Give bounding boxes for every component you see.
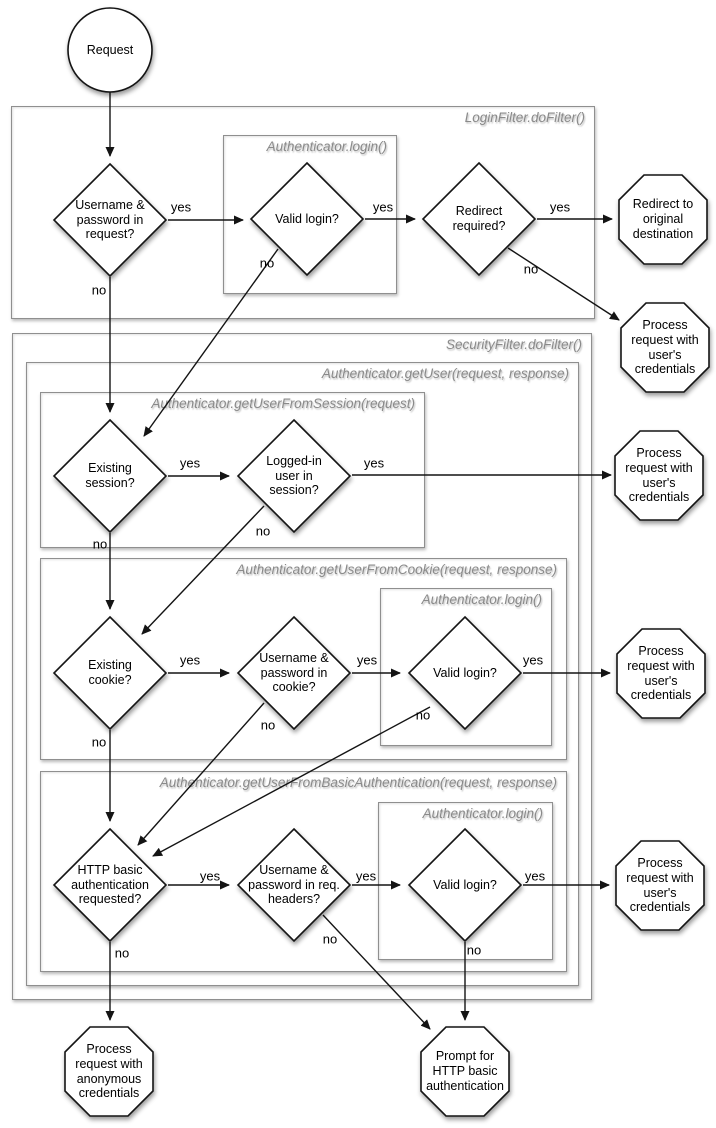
group-security-filter-label: SecurityFilter.doFilter()	[445, 337, 582, 352]
octagon-shape	[618, 174, 708, 265]
edge-label-no: no	[466, 942, 482, 958]
group-get-user-from-session-label: Authenticator.getUserFromSession(request…	[151, 396, 415, 411]
end-redirect-to-original-destination: Redirect to original destination	[618, 174, 708, 265]
decision-label: Existing session?	[85, 461, 135, 490]
diamond-shape	[236, 827, 352, 943]
edge-label-no: no	[523, 261, 539, 277]
diamond-shape	[249, 161, 365, 277]
group-get-user-from-basic-authentication-label: Authenticator.getUserFromBasicAuthentica…	[159, 775, 557, 790]
edge-label-yes: yes	[355, 868, 377, 884]
edge-label-no: no	[91, 282, 107, 298]
diamond-shape	[52, 162, 168, 278]
edge-label-no: no	[415, 707, 431, 723]
group-authenticator-login-1: Authenticator.login()	[223, 135, 397, 294]
edge-label-yes: yes	[170, 199, 192, 215]
diamond-shape	[407, 615, 523, 731]
octagon-shape	[420, 1026, 510, 1117]
octagon-shape	[64, 1026, 154, 1117]
end-label: Process request with user's credentials	[626, 856, 694, 915]
decision-label: Username & password in req. headers?	[248, 862, 340, 907]
group-login-filter: LoginFilter.doFilter()	[11, 106, 595, 319]
end-process-request-users-credentials-2: Process request with user's credentials	[614, 430, 704, 521]
decision-logged-in-user-in-session: Logged-in user in session?	[236, 418, 352, 534]
end-process-request-anonymous-credentials: Process request with anonymous credentia…	[64, 1026, 154, 1117]
edge-label-no: no	[259, 255, 275, 271]
decision-http-basic-authentication-requested: HTTP basic authentication requested?	[52, 827, 168, 943]
edge-label-yes: yes	[372, 199, 394, 215]
end-prompt-for-http-basic-authentication: Prompt for HTTP basic authentication	[420, 1026, 510, 1117]
end-process-request-users-credentials-4: Process request with user's credentials	[615, 840, 705, 931]
end-label: Prompt for HTTP basic authentication	[426, 1049, 504, 1093]
diamond-shape	[407, 827, 523, 943]
decision-label: Username & password in request?	[75, 197, 145, 242]
group-security-filter: SecurityFilter.doFilter()	[12, 333, 592, 1000]
group-authenticator-get-user-label: Authenticator.getUser(request, response)	[321, 366, 569, 381]
edge-label-no: no	[260, 717, 276, 733]
edge-label-yes: yes	[524, 868, 546, 884]
edge-label-yes: yes	[522, 652, 544, 668]
diamond-shape	[52, 827, 168, 943]
edge-label-no: no	[322, 931, 338, 947]
diamond-shape	[421, 161, 537, 277]
decision-label: Valid login?	[275, 211, 339, 226]
octagon-shape	[614, 430, 704, 521]
decision-label: HTTP basic authentication requested?	[71, 862, 149, 907]
decision-label: Existing cookie?	[88, 658, 132, 687]
edge-label-no: no	[255, 523, 271, 539]
group-authenticator-login-3-label: Authenticator.login()	[422, 806, 543, 821]
decision-redirect-required: Redirect required?	[421, 161, 537, 277]
decision-existing-session: Existing session?	[52, 418, 168, 534]
diamond-shape	[52, 418, 168, 534]
decision-label: Valid login?	[433, 877, 497, 892]
decision-existing-cookie: Existing cookie?	[52, 615, 168, 731]
start-request: Request	[67, 7, 153, 93]
decision-label: Username & password in cookie?	[259, 650, 329, 695]
decision-valid-login-1: Valid login?	[249, 161, 365, 277]
edge-label-no: no	[92, 536, 108, 552]
octagon-shape	[616, 628, 706, 719]
decision-username-password-in-request: Username & password in request?	[52, 162, 168, 278]
edge-label-yes: yes	[356, 652, 378, 668]
decision-label: Redirect required?	[452, 204, 506, 233]
edge-label-yes: yes	[363, 455, 385, 471]
edge-label-yes: yes	[549, 199, 571, 215]
group-authenticator-login-1-label: Authenticator.login()	[266, 139, 387, 154]
group-authenticator-get-user: Authenticator.getUser(request, response)	[26, 362, 579, 986]
decision-label: Valid login?	[433, 665, 497, 680]
group-authenticator-login-2-label: Authenticator.login()	[421, 592, 542, 607]
edge-label-yes: yes	[179, 455, 201, 471]
decision-username-password-in-req-headers: Username & password in req. headers?	[236, 827, 352, 943]
decision-valid-login-2: Valid login?	[407, 615, 523, 731]
start-request-label: Request	[86, 42, 134, 57]
diamond-shape	[236, 418, 352, 534]
end-label: Process request with anonymous credentia…	[75, 1042, 143, 1101]
group-login-filter-label: LoginFilter.doFilter()	[464, 110, 585, 125]
decision-username-password-in-cookie: Username & password in cookie?	[236, 615, 352, 731]
end-label: Process request with user's credentials	[625, 446, 693, 505]
end-process-request-users-credentials-3: Process request with user's credentials	[616, 628, 706, 719]
diamond-shape	[52, 615, 168, 731]
edge-label-no: no	[114, 945, 130, 961]
end-process-request-users-credentials-1: Process request with user's credentials	[620, 302, 710, 393]
octagon-shape	[615, 840, 705, 931]
edge-label-no: no	[91, 734, 107, 750]
end-label: Process request with user's credentials	[627, 644, 695, 703]
group-authenticator-login-2: Authenticator.login()	[380, 588, 552, 746]
end-label: Redirect to original destination	[632, 197, 694, 241]
octagon-shape	[620, 302, 710, 393]
edge-label-yes: yes	[179, 652, 201, 668]
decision-valid-login-3: Valid login?	[407, 827, 523, 943]
group-get-user-from-cookie-label: Authenticator.getUserFromCookie(request,…	[236, 562, 557, 577]
decision-label: Logged-in user in session?	[266, 453, 322, 498]
end-label: Process request with user's credentials	[631, 318, 699, 377]
edge-label-yes: yes	[199, 868, 221, 884]
